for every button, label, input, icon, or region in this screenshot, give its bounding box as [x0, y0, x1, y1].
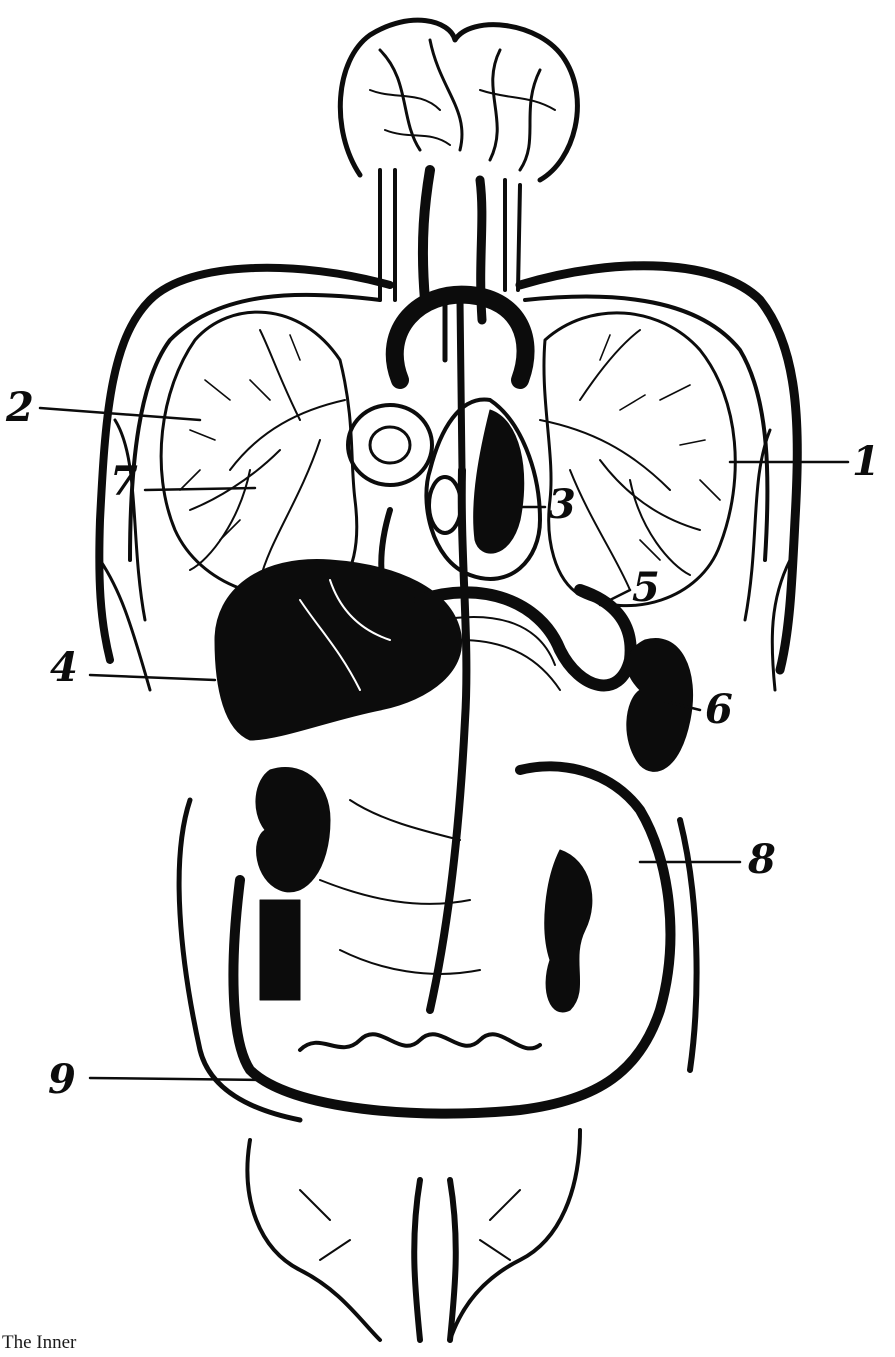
heart — [348, 295, 540, 579]
leader-line-9 — [90, 1078, 265, 1080]
label-7: 7 — [110, 462, 138, 502]
label-6: 6 — [705, 690, 733, 730]
leader-line-2 — [40, 408, 200, 420]
intestines — [179, 766, 696, 1120]
label-2: 2 — [6, 388, 34, 428]
leader-line-7 — [145, 488, 255, 490]
kidney-left — [256, 767, 330, 891]
figure-caption: The Inner — [2, 1332, 76, 1354]
label-5: 5 — [632, 568, 660, 608]
head-vessels — [340, 20, 577, 180]
label-8: 8 — [748, 840, 776, 880]
lung-left-side — [161, 312, 357, 597]
liver — [215, 560, 462, 740]
label-3: 3 — [548, 485, 576, 525]
label-4: 4 — [50, 648, 78, 688]
pelvic-vessels — [247, 1130, 580, 1340]
label-9: 9 — [48, 1060, 76, 1100]
leader-lines — [40, 408, 848, 1080]
label-1: 1 — [852, 442, 880, 482]
lung-right-side — [540, 313, 735, 606]
aorta — [381, 470, 466, 1010]
leader-line-4 — [90, 675, 215, 680]
